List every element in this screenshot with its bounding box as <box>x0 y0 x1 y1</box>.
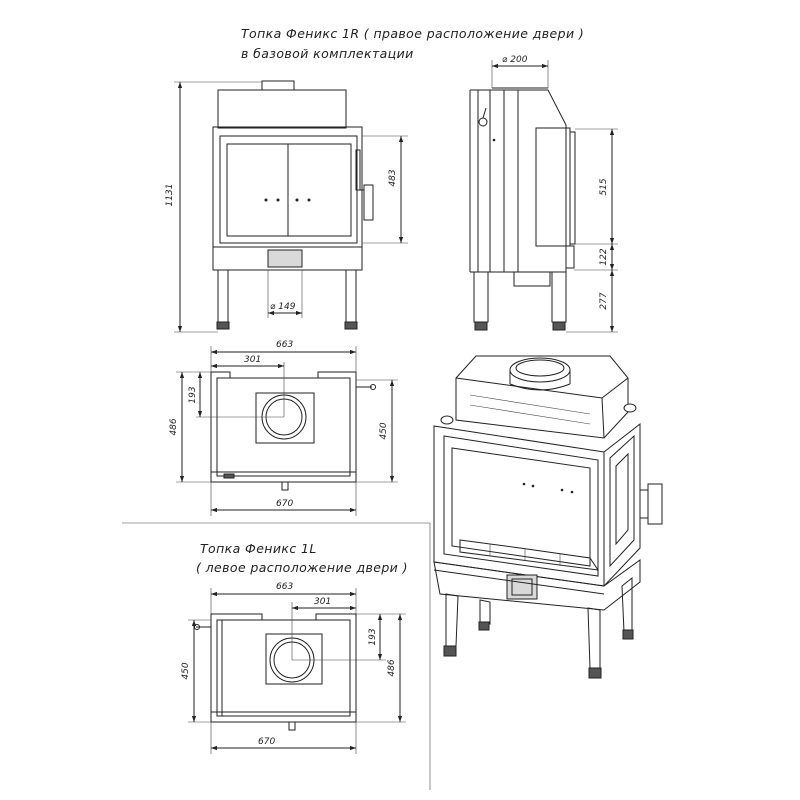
dim-plan-l-width-bottom: 670 <box>258 737 275 747</box>
dim-plan-r-offset-top: 301 <box>244 355 261 365</box>
dim-front-height-total: 1131 <box>165 184 175 207</box>
dim-plan-l-depth-left: 450 <box>181 662 191 679</box>
front-view <box>212 80 374 330</box>
dim-plan-r-depth-right: 450 <box>379 422 389 439</box>
dim-plan-r-width-top: 663 <box>276 340 293 350</box>
dim-plan-l-offset-top: 301 <box>314 597 331 607</box>
title-right-line1: Топка Феникс 1R ( правое расположение дв… <box>241 26 585 41</box>
dim-side-flue-diameter: ⌀ 200 <box>502 55 528 65</box>
dim-plan-r-offset-side: 193 <box>188 386 198 403</box>
plan-view-left <box>194 613 357 731</box>
dim-plan-l-depth-right: 486 <box>387 659 397 676</box>
dim-front-glass-height: 483 <box>388 169 398 186</box>
side-view <box>469 87 576 331</box>
dim-plan-l-offset-side: 193 <box>368 628 378 645</box>
title-right-line2: в базовой комплектации <box>241 46 414 61</box>
dim-plan-r-depth-left: 486 <box>169 418 179 435</box>
title-left-line2: ( левое расположение двери ) <box>196 560 408 575</box>
dim-side-leg-height: 277 <box>599 292 609 309</box>
dim-plan-r-width-bottom: 670 <box>276 499 293 509</box>
dim-side-upper-height: 515 <box>599 178 609 195</box>
title-left-line1: Топка Феникс 1L <box>200 541 317 556</box>
isometric-view <box>433 355 663 679</box>
dim-side-middle-height: 122 <box>599 248 609 265</box>
dim-front-flue-diameter: ⌀ 149 <box>270 302 296 312</box>
dim-plan-l-width-top: 663 <box>276 582 293 592</box>
plan-view-right <box>210 371 376 491</box>
